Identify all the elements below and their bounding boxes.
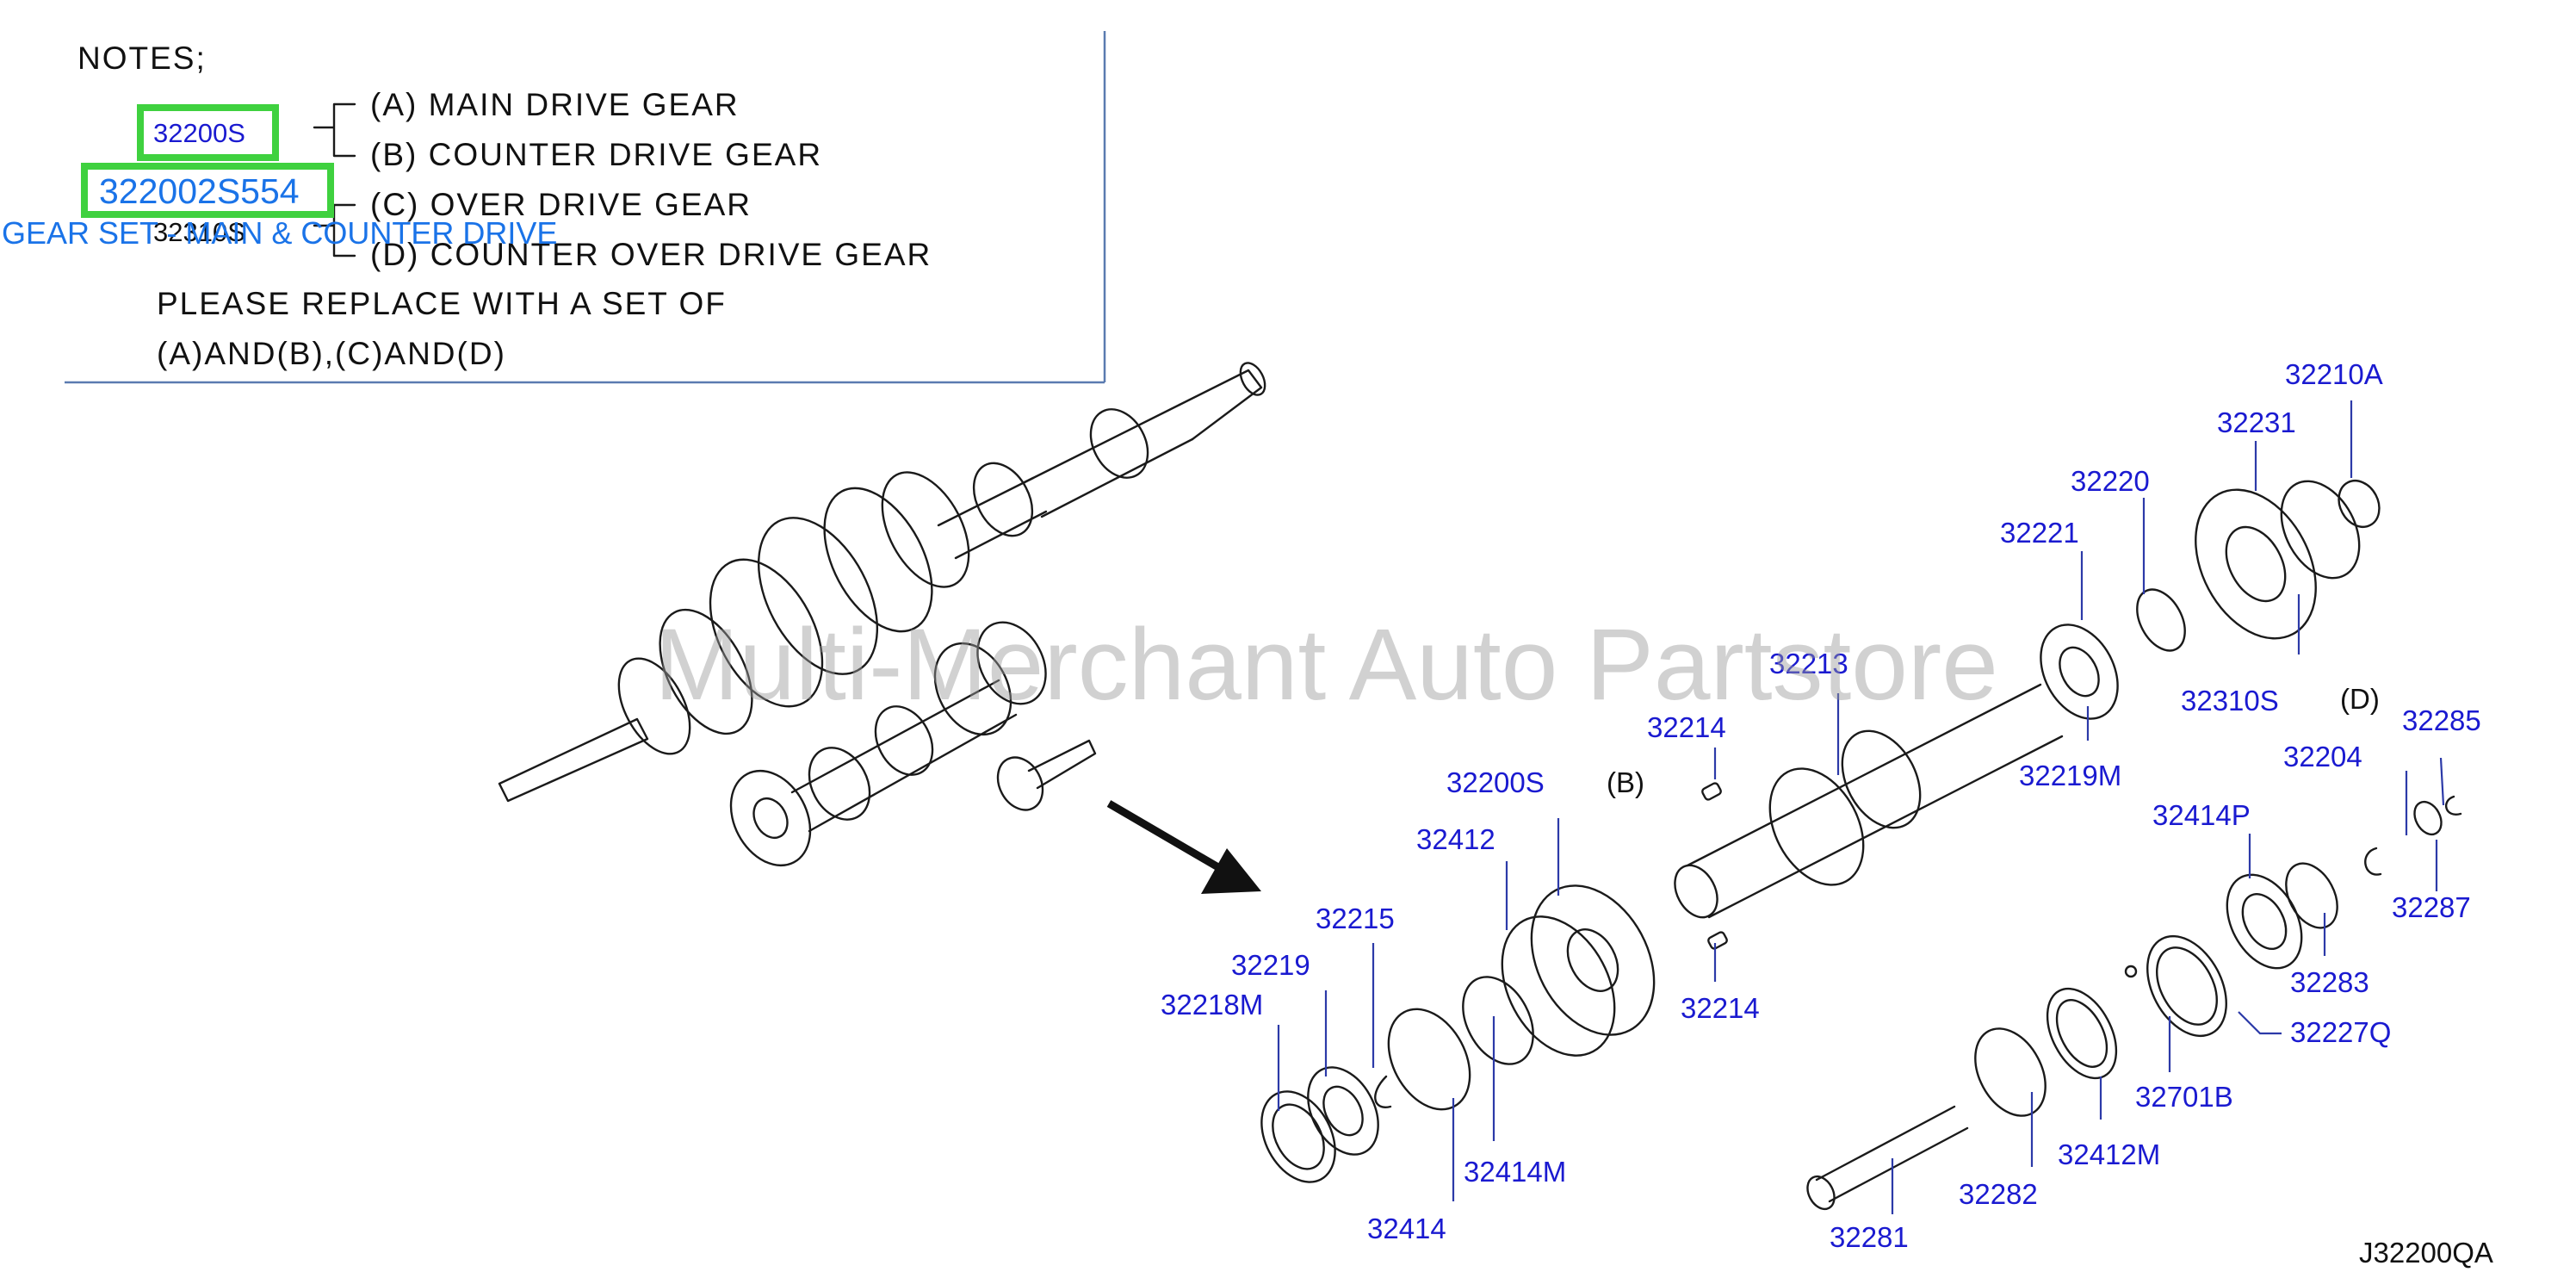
callout-32281[interactable]: 32281: [1830, 1221, 1909, 1253]
highlight-description[interactable]: GEAR SET - MAIN & COUNTER DRIVE: [2, 215, 557, 251]
callout-32218m[interactable]: 32218M: [1161, 989, 1263, 1021]
callout-32701b[interactable]: 32701B: [2135, 1081, 2233, 1113]
notes-box: NOTES; (A) MAIN DRIVE GEAR (B) COUNTER D…: [65, 31, 1106, 384]
notes-heading: NOTES;: [77, 40, 207, 76]
callout-32412[interactable]: 32412: [1416, 823, 1495, 855]
callout-32215[interactable]: 32215: [1316, 903, 1395, 934]
direction-arrow: [1106, 800, 1261, 894]
callout-32204[interactable]: 32204: [2283, 741, 2362, 772]
callout-32414p[interactable]: 32414P: [2152, 799, 2251, 831]
assembly-overview-drawing: [498, 362, 1266, 867]
callout-32310s[interactable]: 32310S: [2181, 685, 2279, 717]
callout-32231[interactable]: 32231: [2217, 406, 2296, 438]
callout-32221[interactable]: 32221: [2000, 517, 2079, 549]
note-line-d: (D) COUNTER OVER DRIVE GEAR: [370, 237, 932, 272]
callout-32219[interactable]: 32219: [1231, 949, 1310, 981]
callout-32414[interactable]: 32414: [1367, 1213, 1446, 1244]
callout-32283[interactable]: 32283: [2290, 966, 2369, 998]
diagram-code: J32200QA: [2359, 1237, 2493, 1269]
note-line-a: (A) MAIN DRIVE GEAR: [370, 87, 740, 122]
note-replace-line-1: PLEASE REPLACE WITH A SET OF: [157, 286, 727, 321]
note-line-b: (B) COUNTER DRIVE GEAR: [370, 137, 822, 172]
note-ref-32200s: 32200S: [153, 118, 245, 148]
leader-lines: [1277, 400, 2445, 1214]
watermark: Multi-Merchant Auto Partstore: [654, 608, 1998, 722]
callout-32282[interactable]: 32282: [1959, 1178, 2038, 1210]
highlight-box-32200s[interactable]: [137, 104, 279, 161]
callout-32412m[interactable]: 32412M: [2058, 1138, 2160, 1170]
callout-32285[interactable]: 32285: [2402, 704, 2481, 736]
highlight-box-part-number[interactable]: [81, 163, 334, 218]
note-replace-line-2: (A)AND(B),(C)AND(D): [157, 336, 506, 371]
highlight-part-number[interactable]: 322002S554: [99, 171, 300, 211]
note-line-c: (C) OVER DRIVE GEAR: [370, 187, 752, 222]
callout-32214-top[interactable]: 32214: [1647, 711, 1726, 743]
callout-32200s[interactable]: 32200S: [1446, 766, 1545, 798]
callout-32213[interactable]: 32213: [1769, 648, 1848, 679]
bracket-ab: [313, 102, 356, 158]
callout-32227q[interactable]: 32227Q: [2290, 1016, 2391, 1048]
callout-32210a[interactable]: 32210A: [2285, 358, 2383, 390]
marker-b: (B): [1607, 766, 1644, 798]
note-ref-32310s: 32310S: [153, 217, 245, 247]
exploded-parts-drawing: [1260, 480, 2462, 1211]
marker-d: (D): [2340, 683, 2380, 715]
callout-32220[interactable]: 32220: [2071, 465, 2150, 497]
callout-32214-bottom[interactable]: 32214: [1681, 992, 1760, 1024]
callout-32287[interactable]: 32287: [2392, 891, 2471, 923]
callout-32219m[interactable]: 32219M: [2019, 760, 2121, 791]
callout-32414m[interactable]: 32414M: [1464, 1156, 1566, 1188]
